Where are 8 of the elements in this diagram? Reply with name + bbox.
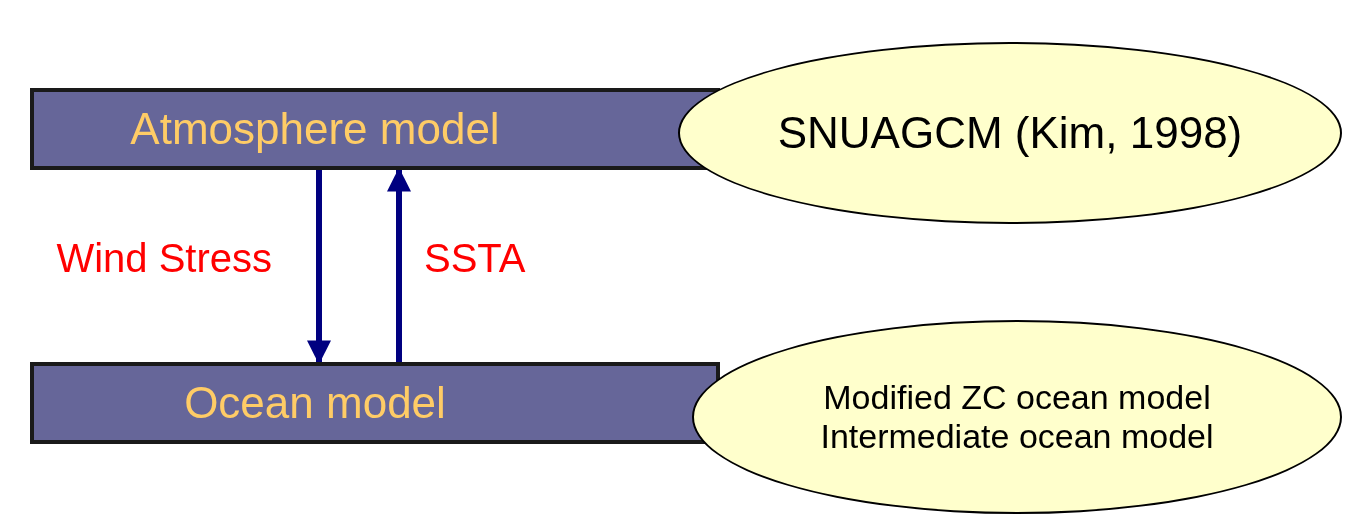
node-text: Intermediate ocean model — [820, 417, 1214, 457]
node-text: Modified ZC ocean model — [823, 377, 1211, 417]
node-text: SNUAGCM (Kim, 1998) — [777, 107, 1243, 159]
model-bar — [30, 88, 720, 170]
model-bar — [30, 362, 720, 444]
node-text: Ocean model — [184, 378, 446, 428]
arrow — [307, 170, 331, 365]
node-text: Atmosphere model — [130, 104, 500, 154]
